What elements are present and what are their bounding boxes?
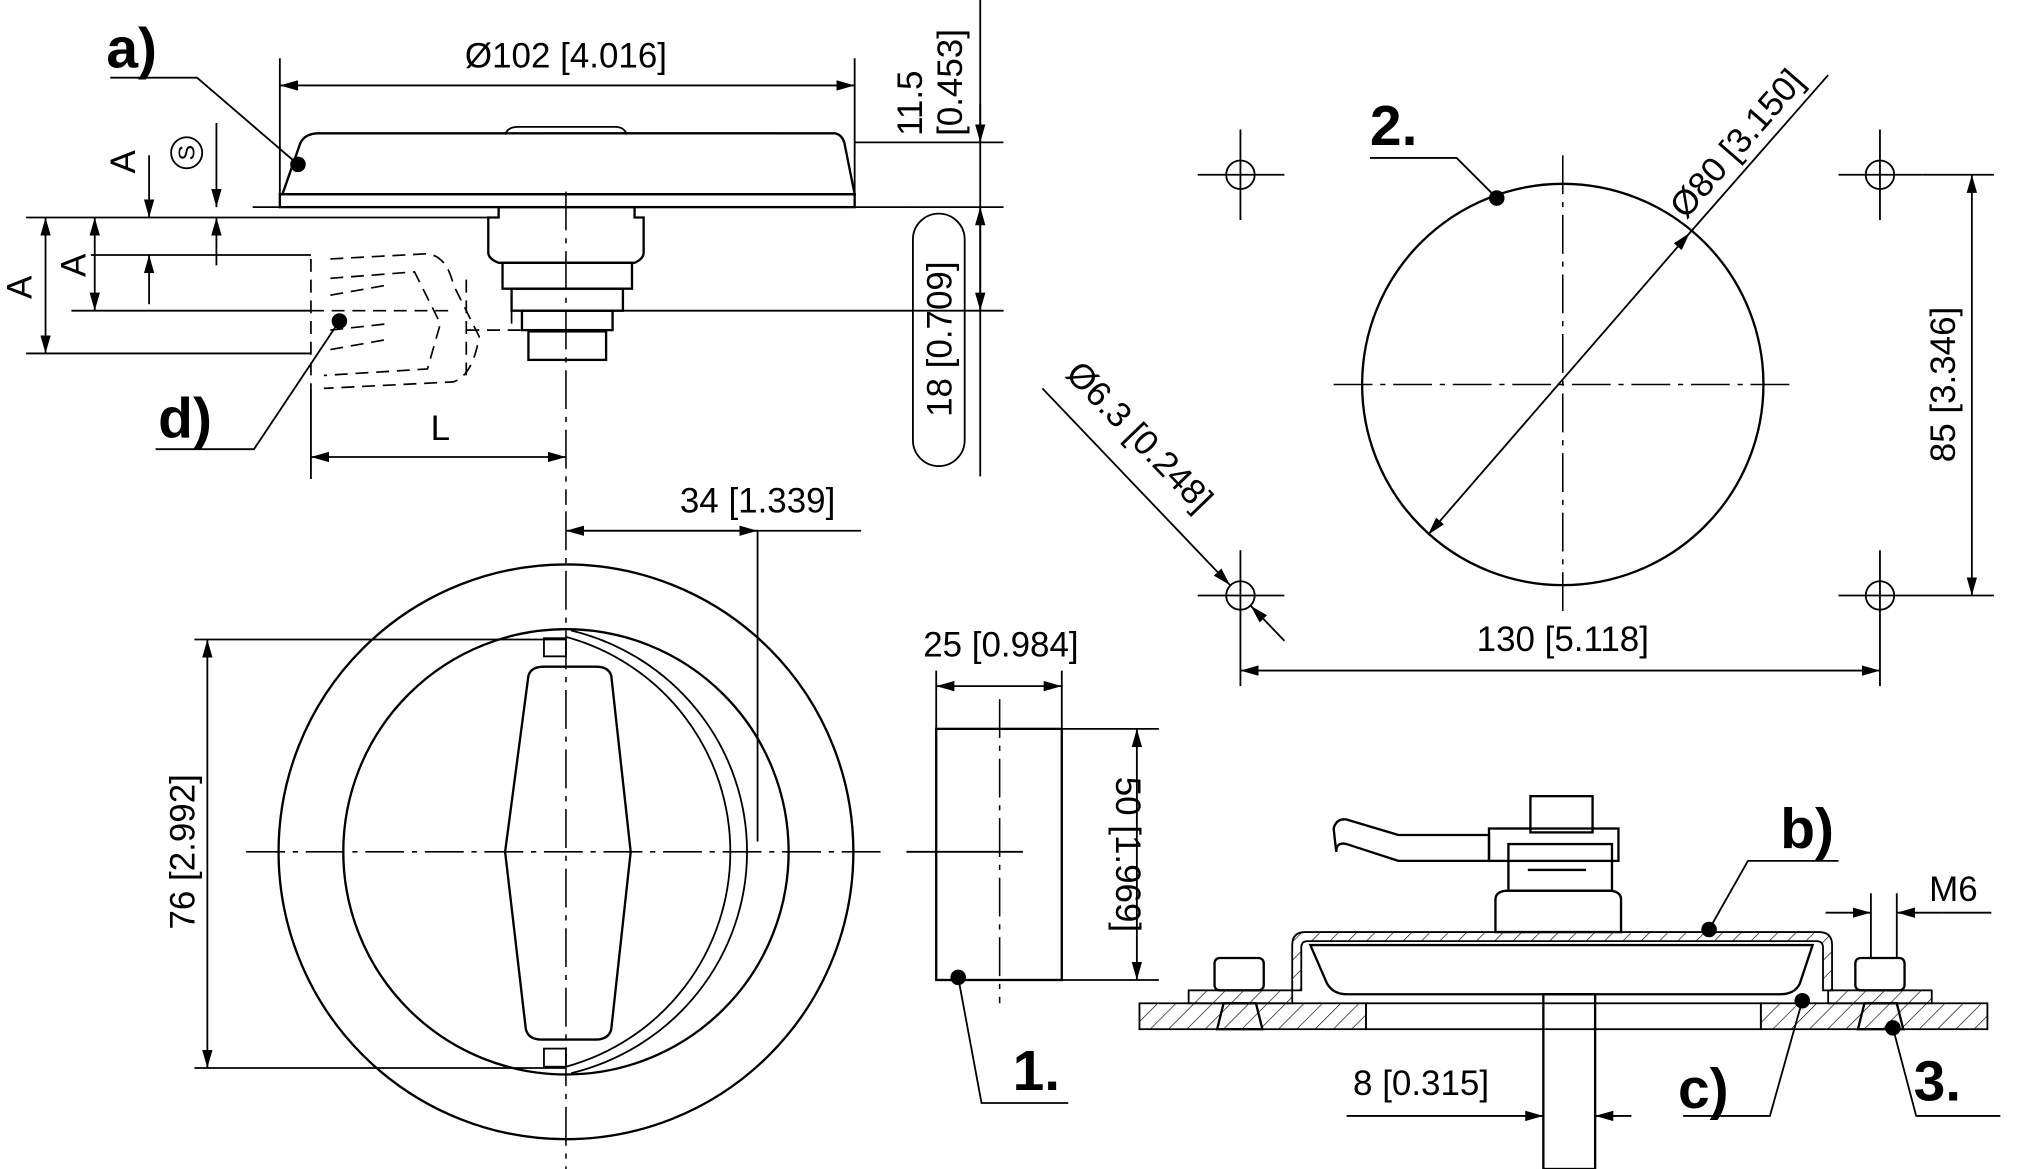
knob-cap: [280, 132, 857, 196]
panel-section: [1138, 1002, 1367, 1031]
dim-a-2: A: [55, 253, 94, 277]
dim-l: L: [431, 409, 450, 448]
dim-shaft: 8 [0.315]: [1353, 1064, 1489, 1103]
leader-d: [155, 320, 341, 451]
panel-cutout-view: Ø80 [3.150] Ø6.3 [0.248] 2. 85 [3.346] 1…: [1041, 62, 1994, 687]
reference-capsule: [912, 212, 966, 467]
leader-1: [957, 977, 1069, 1104]
dim-hole-diameter: Ø6.3 [0.248]: [1059, 354, 1221, 519]
dim-s-mark: S: [173, 145, 199, 161]
dim-width-25: 25 [0.984]: [923, 625, 1078, 664]
label-c: c): [1678, 1057, 1729, 1121]
latch-lever: [1332, 818, 1491, 863]
label-3: 3.: [1914, 1049, 1962, 1113]
front-view-knob: 34 [1.339] 76 [2.992] 25 [0.984] 50 [1.9…: [163, 482, 1159, 1169]
dim-cutout-diameter: Ø80 [3.150]: [1662, 62, 1811, 225]
dim-knob-height: 11.5: [891, 71, 930, 136]
installed-section-view: b) M6 c) 3. 8 [0.315]: [1138, 794, 2001, 1169]
leader-a: [110, 76, 299, 166]
dim-height-76: 76 [2.992]: [163, 774, 202, 929]
shaft: [1542, 993, 1597, 1169]
label-d: d): [158, 387, 212, 451]
nut-right: [1854, 956, 1906, 992]
label-b: b): [1780, 797, 1834, 861]
leader-b: [1708, 859, 1839, 930]
lock-body: [487, 205, 645, 264]
dim-body-height: 18 [0.709]: [921, 261, 960, 416]
dim-a-3: A: [104, 149, 143, 173]
label-a: a): [106, 16, 157, 80]
bolt-holes: [1197, 129, 1994, 687]
mounting-bracket: [1291, 931, 1833, 992]
dim-hole-spacing-h: 130 [5.118]: [1477, 620, 1649, 659]
leader-3: [1892, 1027, 2001, 1117]
dim-offset-34: 34 [1.339]: [680, 482, 835, 521]
dim-height-50: 50 [1.969]: [1108, 777, 1147, 932]
leader-2: [1369, 157, 1498, 199]
side-view-knob: a) Ø102 [4.016] 11.5 [0.453] 18 [0.709]: [0, 0, 1004, 505]
nut-left: [1213, 956, 1265, 992]
dim-hole-spacing-v: 85 [3.346]: [1924, 307, 1963, 462]
t-handle: [503, 665, 632, 1041]
leader-c: [1683, 1000, 1804, 1117]
dim-knob-height-in: [0.453]: [931, 29, 970, 136]
label-1: 1.: [1013, 1039, 1061, 1103]
s-circle-symbol: [170, 136, 204, 170]
label-2: 2.: [1370, 94, 1418, 158]
knob-section: [1308, 943, 1815, 996]
dim-a-1: A: [0, 275, 39, 299]
dim-thread: M6: [1929, 870, 1978, 909]
dim-knob-diameter: Ø102 [4.016]: [465, 36, 667, 75]
